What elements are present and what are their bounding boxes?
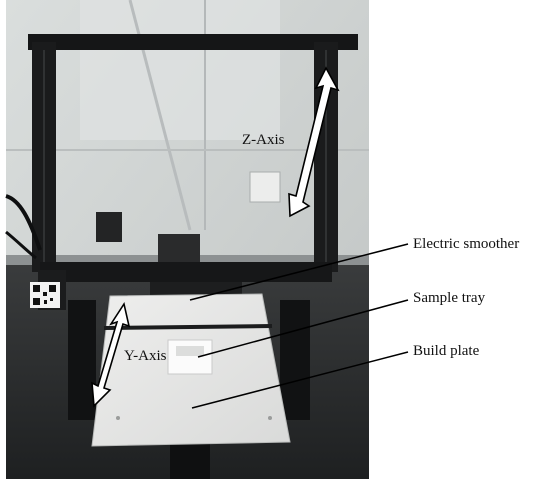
plate-screw [268,416,272,420]
build-plate-label: Build plate [413,343,480,359]
build-plate-leader [191,351,409,409]
wall-outlet [249,171,281,203]
electric-smoother-leader [189,243,409,301]
sample-tray-recess [176,346,204,356]
plate-stripe [103,324,273,330]
qr-code-pattern [33,285,56,305]
wall-window [80,0,280,140]
z-axis-label: Z-Axis [242,132,285,148]
plate-screw [116,416,120,420]
electric-smoother-label: Electric smoother [413,236,519,252]
sample-tray-leader [197,299,409,358]
z-motor-bracket [158,234,200,262]
sample-tray-object [167,339,213,375]
cable [5,194,42,251]
top-beam [28,34,358,50]
base-right-rail [280,300,310,420]
printer-frame [5,34,358,479]
cable [5,230,37,260]
x-gantry [40,262,332,282]
photo: Z-Axis Y-Axis [5,0,409,479]
stepper-motor [96,212,122,242]
z-axis-arrow [288,66,340,218]
base-front-bar [170,440,210,479]
y-axis-label: Y-Axis [124,348,167,364]
base-left-rail [68,300,96,420]
y-axis-arrow [91,301,131,408]
sample-tray-label: Sample tray [413,290,486,306]
